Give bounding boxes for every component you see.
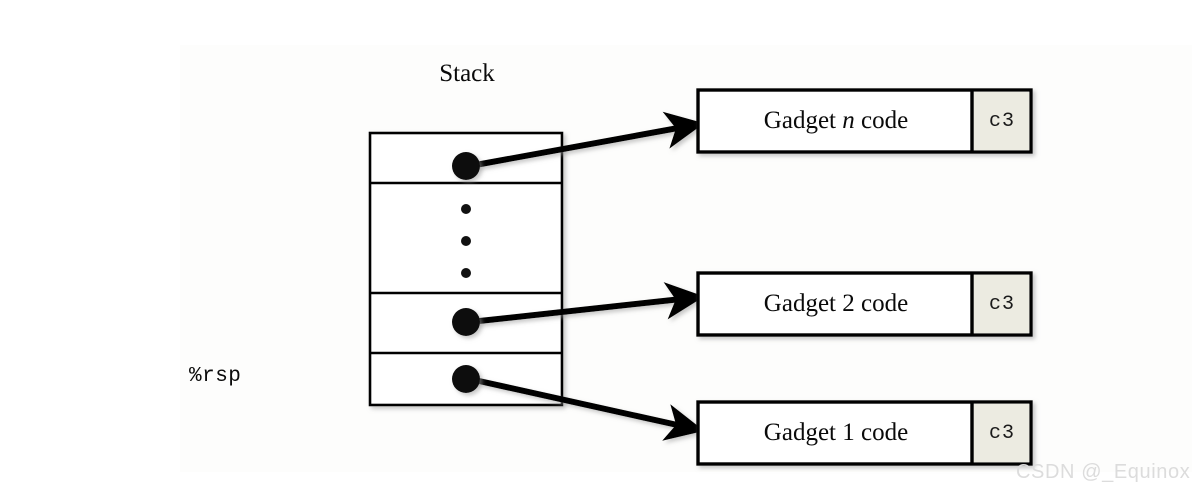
gadget-2-ret-byte: c3 [988, 293, 1015, 316]
gadget-n-label-var: n [842, 107, 855, 134]
pointer-arrows [469, 111, 705, 441]
ellipsis-dot-2 [461, 236, 471, 246]
pointer-dot-gadget-2 [452, 308, 480, 336]
pointer-arrow-gadget-1 [469, 376, 705, 441]
gadget-box-gadget-n [696, 88, 1033, 154]
gadget-1-label: Gadget 1 code [700, 419, 972, 447]
ellipsis-dot-1 [461, 204, 471, 214]
gadget-n-ret-byte: c3 [988, 110, 1015, 133]
gadget-1-ret-byte: c3 [988, 422, 1015, 445]
gadget-1-label-pre: Gadget [763, 419, 843, 446]
gadget-2-label-var: 2 [842, 290, 855, 317]
gadget-n-c3-cell [972, 91, 1030, 151]
stack-title: Stack [439, 60, 495, 87]
gadget-1-label-var: 1 [842, 419, 855, 446]
gadget-2-c3-cell [972, 274, 1030, 334]
gadget-n-label-post: code [854, 107, 909, 134]
gadget-box-gadget-2 [696, 271, 1033, 337]
rsp-register-label: %rsp [189, 365, 242, 388]
pointer-arrow-gadget-n [469, 111, 705, 169]
ellipsis-dots [461, 204, 471, 278]
gadget-2-label-post: code [854, 290, 909, 317]
pointer-dot-gadget-n [452, 152, 480, 180]
pointer-dot-gadget-1 [452, 365, 480, 393]
ellipsis-dot-3 [461, 268, 471, 278]
gadget-n-label-pre: Gadget [763, 107, 843, 134]
csdn-watermark: CSDN @_Equinox [1016, 461, 1191, 483]
gadget-1-c3-cell [972, 403, 1030, 463]
pointer-arrow-gadget-2 [469, 282, 705, 325]
gadget-2-label-pre: Gadget [763, 290, 843, 317]
gadget-1-label-post: code [854, 419, 909, 446]
gadget-2-label: Gadget 2 code [700, 290, 972, 318]
gadget-box-gadget-1 [696, 400, 1033, 466]
stack-pointer-dots [452, 152, 480, 393]
gadget-n-label: Gadget n code [700, 107, 972, 135]
